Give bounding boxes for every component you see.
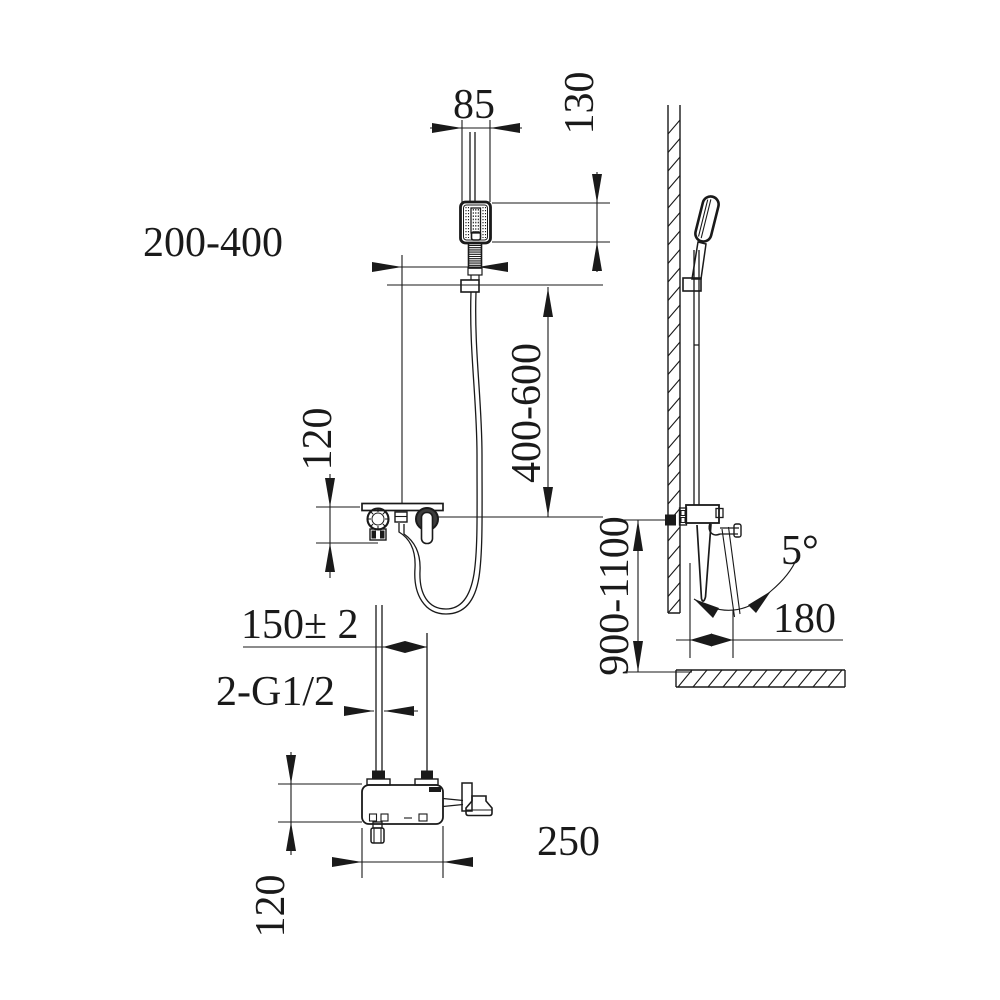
dim-swivel-angle: 5° [781,528,819,574]
dim-install-height: 900-1100 [592,516,638,675]
slider-bracket-front [460,279,480,293]
hand-shower-front [459,200,492,245]
floor-section [675,669,846,688]
dim-body-depth-group: 120 [248,752,362,938]
inlet-pipes [375,605,428,771]
dim-spout-reach: 180 [773,596,836,642]
slide-rail-side [693,250,700,505]
dim-head-width-group: 85 [430,82,522,202]
handle-plan [442,782,493,817]
hand-shower-grip [460,242,483,293]
front-view: 85 130 [143,72,610,615]
mixer-valve-side [678,504,742,618]
handle-knob-side [733,523,742,538]
dim-head-width: 85 [453,82,495,128]
dim-head-height-group: 130 [492,72,610,272]
wall-section [667,105,681,614]
slide-rail-top [469,132,476,202]
dim-thread-spec: 2-G1/2 [216,669,335,715]
hand-shower-side [682,195,720,292]
hose-nut-front [394,511,408,523]
left-handle-front [366,507,390,541]
dim-hose-range-group: 400-600 [387,284,603,518]
dim-inlet-spacing: 150± 2 [241,602,359,648]
dim-body-width-group: 250 [332,819,600,878]
dim-valve-depth-group: 120 [295,408,378,578]
dim-install-height-group: 900-1100 [592,514,692,676]
dim-offset-range-group: 200-400 [143,220,508,504]
side-view: 900-1100 180 5° [592,105,846,688]
dim-spout-reach-group: 180 [676,563,843,658]
brand-mark [429,787,441,792]
dim-valve-depth: 120 [295,408,341,471]
dim-body-width: 250 [537,819,600,865]
shower-hose-front [398,291,483,615]
dim-offset-range: 200-400 [143,220,283,266]
dim-hose-range: 400-600 [504,343,550,483]
mixer-body-plan [361,770,493,844]
dim-thread-spec-group: 2-G1/2 [216,669,418,716]
dim-head-height: 130 [557,72,603,135]
slider-bracket-side [682,277,702,292]
dim-swivel-angle-group: 5° [693,528,819,618]
right-handle-front [415,507,439,545]
dim-body-depth: 120 [248,875,294,938]
spout-plan [370,821,385,844]
spout-swung-position [721,526,741,618]
spout-side [696,523,712,602]
dim-inlet-spacing-group: 150± 2 [241,602,427,653]
plan-view: 150± 2 2-G1/2 [216,602,600,938]
mixer-valve-front [361,502,444,545]
